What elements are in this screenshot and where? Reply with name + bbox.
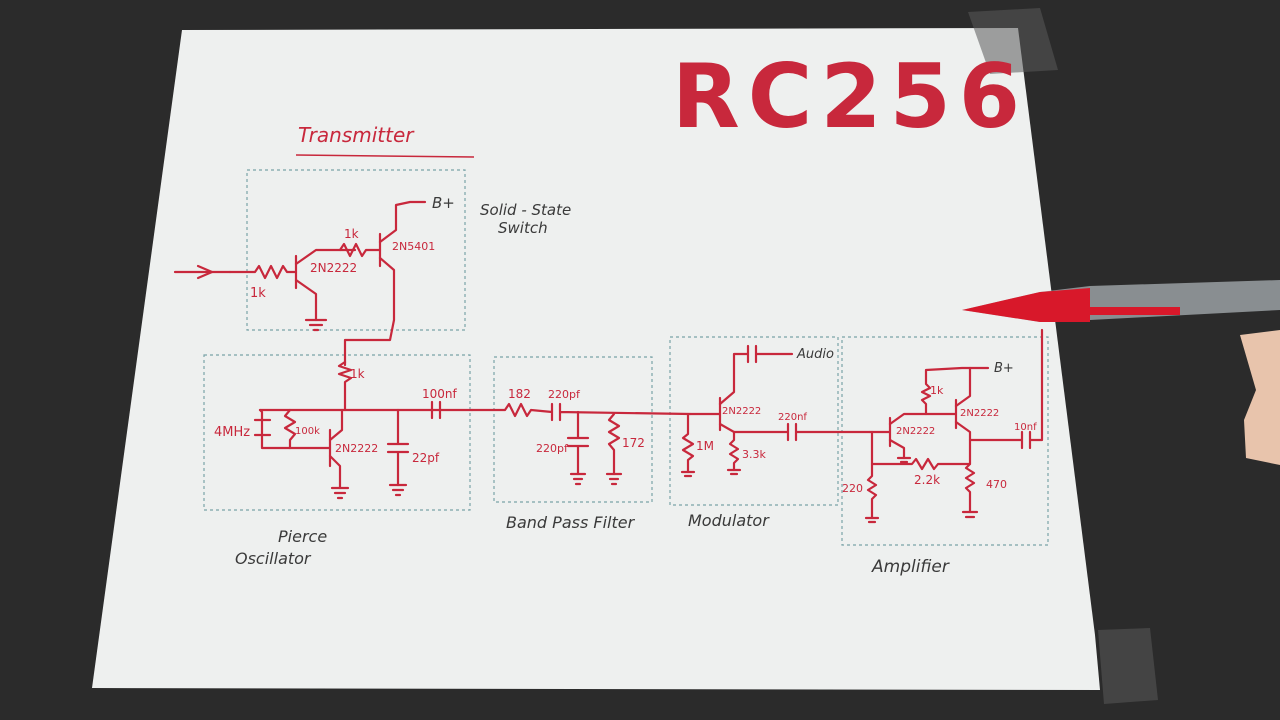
c-220pf-series-label: 220pf: [548, 388, 581, 401]
amplifier-box: [841, 336, 1049, 546]
subtitle-underline: [295, 154, 475, 158]
r-in-label: 1k: [250, 286, 266, 301]
r-100k-label: 100k: [295, 426, 320, 437]
page-title: RC256: [672, 45, 1028, 148]
tape-bottom-right: [1098, 628, 1158, 704]
modulator-label: Modulator: [688, 511, 770, 530]
inductor2-label: 172: [622, 436, 645, 450]
paper-sheet: [92, 28, 1100, 690]
filter-circuit: [470, 402, 692, 486]
crystal-label: 4MHz: [214, 425, 250, 440]
filter-box: [493, 356, 653, 503]
r-470-label: 470: [986, 478, 1007, 491]
oscillator-label-line1: Pierce: [278, 527, 327, 546]
switch-label-line1: Solid - State: [480, 201, 571, 219]
r-base-label: 1k: [344, 227, 359, 241]
r-220-label: 220: [842, 482, 863, 495]
oscillator-box: [203, 354, 471, 511]
filter-label: Band Pass Filter: [506, 513, 636, 532]
r-33k-label: 3.3k: [742, 448, 766, 461]
q-switch-pnp-label: 2N5401: [392, 240, 435, 253]
c-220pf-shunt-label: 220pf: [536, 442, 569, 455]
hand: [1240, 330, 1280, 465]
q-amp1-label: 2N2222: [896, 426, 935, 437]
c-22pf-label: 22pf: [412, 451, 440, 465]
bplus-switch: B+: [432, 194, 455, 212]
q-osc-label: 2N2222: [335, 442, 378, 455]
oscillator-label-line2: Oscillator: [235, 549, 312, 568]
r-22k-label: 2.2k: [914, 473, 940, 487]
c-10nf-label: 10nf: [1014, 422, 1037, 433]
r-1m-label: 1M: [696, 439, 714, 453]
c-220nf-label: 220nf: [778, 412, 807, 423]
modulator-circuit: [680, 344, 872, 478]
q-mod-label: 2N2222: [722, 406, 761, 417]
q-switch-npn-label: 2N2222: [310, 261, 357, 275]
r-1k-amp-label: 1k: [930, 384, 944, 397]
switch-label-line2: Switch: [498, 219, 548, 237]
amplifier-label: Amplifier: [871, 557, 950, 577]
inductor1-label: 182: [508, 387, 531, 401]
oscillator-circuit: [253, 360, 474, 500]
switch-box: [246, 169, 466, 331]
bplus-amp: B+: [994, 361, 1014, 376]
modulator-box: [669, 336, 839, 506]
red-pen: [962, 280, 1280, 465]
amplifier-circuit: [864, 328, 1044, 524]
subtitle: Transmitter: [298, 123, 415, 147]
r-osc-label: 1k: [350, 367, 365, 381]
c-100nf-label: 100nf: [422, 387, 458, 401]
audio-label: Audio: [796, 347, 834, 362]
switch-circuit: [173, 200, 427, 367]
q-amp2-label: 2N2222: [960, 408, 999, 419]
tape-top-right: [968, 8, 1058, 74]
